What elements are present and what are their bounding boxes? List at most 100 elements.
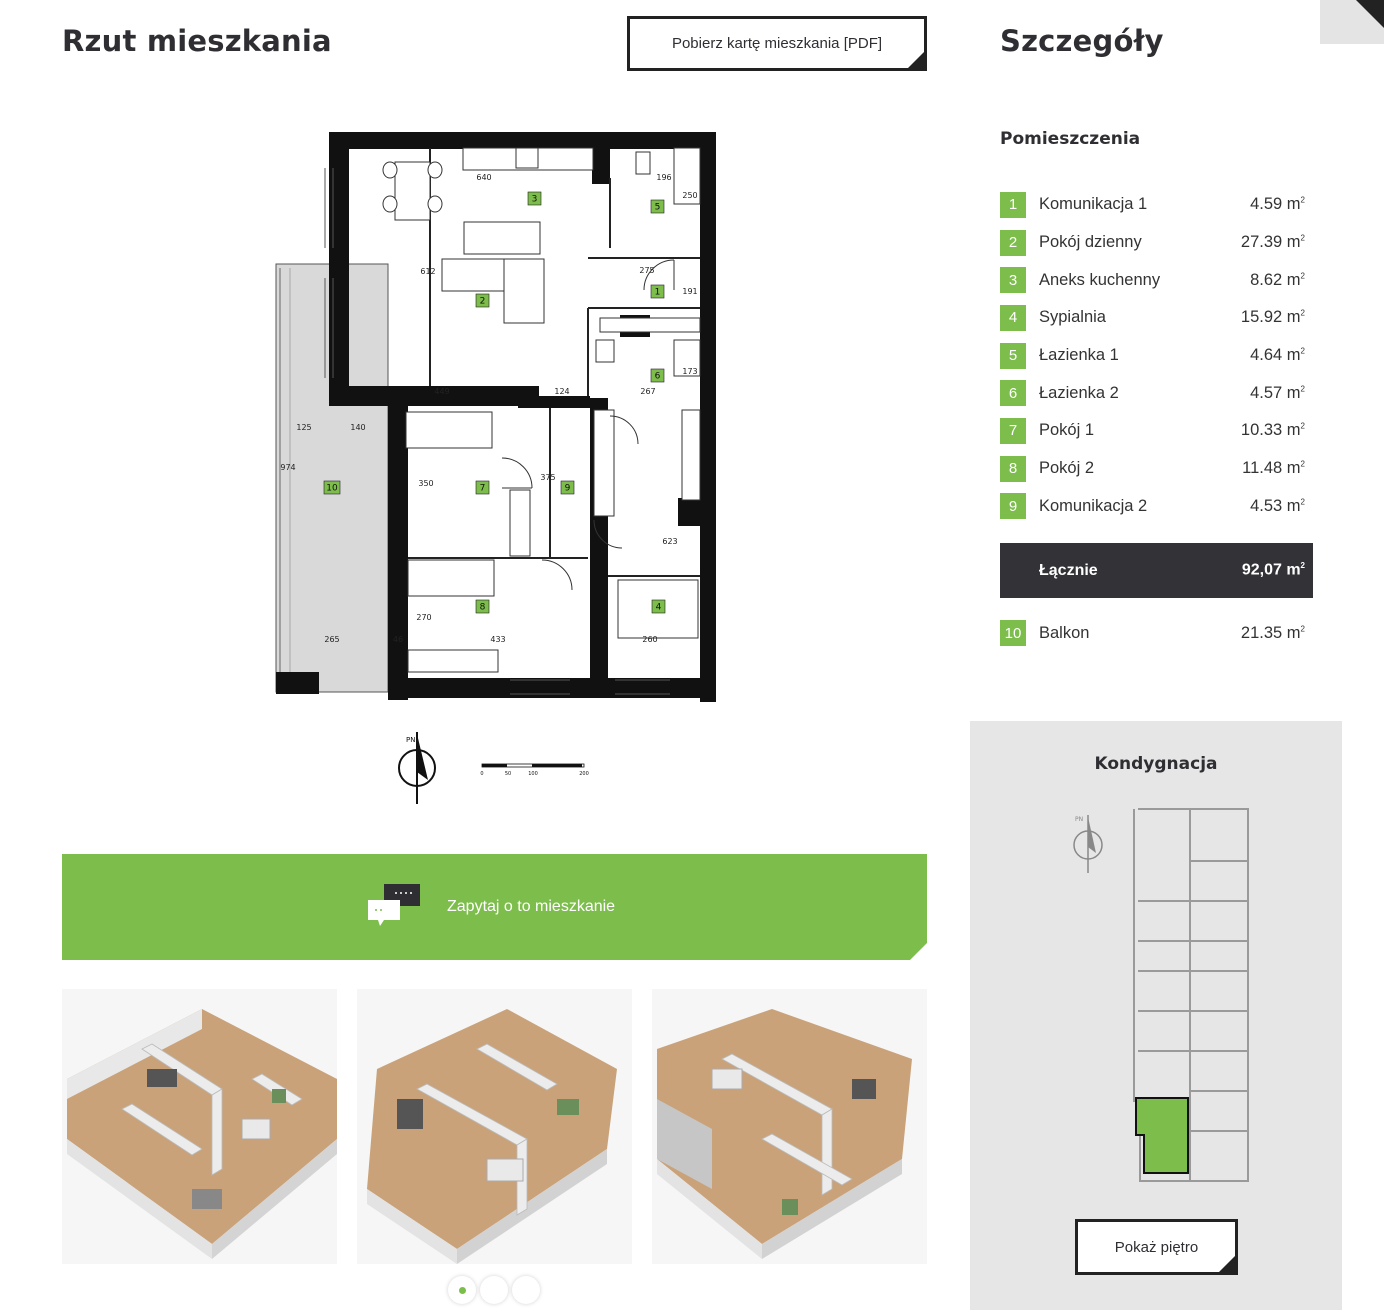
room-area: 15.92 m2 — [1240, 308, 1305, 327]
room-number-badge: 1 — [1000, 191, 1026, 218]
total-area: 92,07 m2 — [1241, 561, 1305, 579]
dimension-label: 623 — [662, 537, 677, 546]
room-row: 4 Sypialnia 15.92 m2 — [1000, 299, 1305, 337]
dimension-label: 191 — [682, 287, 697, 296]
room-name: Sypialnia — [1039, 308, 1106, 327]
dimension-label: 125 — [296, 423, 311, 432]
dimension-label: 612 — [420, 267, 435, 276]
dimension-label: 270 — [416, 613, 431, 622]
room-area: 11.48 m2 — [1242, 459, 1305, 478]
ask-about-apartment-button[interactable]: Zapytaj o to mieszkanie — [62, 854, 927, 960]
level-panel: Kondygnacja PN Pokaż piętro — [970, 721, 1342, 1310]
dimension-label: 260 — [642, 635, 657, 644]
gallery-thumb-1[interactable] — [62, 989, 337, 1264]
corner-menu-tab[interactable] — [1320, 0, 1384, 44]
gallery-thumb-2[interactable] — [357, 989, 632, 1264]
scale-label: 50 — [505, 771, 511, 777]
room-name: Komunikacja 1 — [1039, 195, 1148, 214]
north-label: PN — [1075, 816, 1083, 823]
show-floor-button[interactable]: Pokaż piętro — [1075, 1219, 1238, 1275]
gallery-thumb-3[interactable] — [652, 989, 927, 1264]
apartment-3d-render — [357, 989, 632, 1264]
room-number-badge: 7 — [1000, 417, 1026, 444]
download-pdf-button[interactable]: Pobierz kartę mieszkania [PDF] — [627, 16, 927, 71]
north-arrow-icon: PN — [398, 732, 436, 804]
room-area: 4.59 m2 — [1250, 195, 1305, 214]
room-area: 4.57 m2 — [1250, 383, 1305, 402]
room-tag: 10 — [326, 484, 338, 494]
corner-fold-icon — [1219, 1256, 1235, 1272]
room-name: Aneks kuchenny — [1039, 270, 1161, 289]
compass-scale: PN 0 50 100 200 — [398, 732, 589, 804]
corner-fold-icon — [908, 52, 924, 68]
rooms-title: Pomieszczenia — [1000, 129, 1141, 149]
dimension-label: 375 — [540, 473, 555, 482]
gallery-dot-2[interactable] — [480, 1276, 508, 1304]
dimension-label: 196 — [656, 173, 671, 182]
room-name: Komunikacja 2 — [1039, 496, 1148, 515]
room-tag: 4 — [656, 603, 662, 613]
rooms-list: 1 Komunikacja 1 4.59 m2 2 Pokój dzienny … — [1000, 186, 1305, 525]
room-area: 8.62 m2 — [1250, 270, 1305, 289]
dimension-label: 350 — [418, 479, 433, 488]
gallery-dot-1[interactable] — [448, 1276, 476, 1304]
room-name: Łazienka 1 — [1039, 346, 1119, 365]
room-area: 21.35 m2 — [1240, 623, 1305, 642]
room-number-badge: 10 — [1000, 620, 1026, 646]
ask-label: Zapytaj o to mieszkanie — [447, 898, 616, 915]
room-number-badge: 3 — [1000, 267, 1026, 294]
room-tag: 7 — [480, 484, 486, 494]
room-area: 4.64 m2 — [1250, 346, 1305, 365]
apartment-3d-render — [652, 989, 927, 1264]
gallery-pagination — [448, 1276, 540, 1306]
room-number-badge: 5 — [1000, 342, 1026, 369]
room-name: Balkon — [1039, 623, 1090, 642]
room-row: 7 Pokój 1 10.33 m2 — [1000, 412, 1305, 450]
level-title: Kondygnacja — [1094, 754, 1218, 774]
room-number-badge: 6 — [1000, 380, 1026, 407]
dimension-label: 267 — [640, 387, 655, 396]
room-name: Pokój 2 — [1039, 459, 1095, 478]
room-number-badge: 9 — [1000, 493, 1026, 520]
corner-fold-icon — [910, 943, 927, 960]
download-pdf-label: Pobierz kartę mieszkania [PDF] — [671, 35, 883, 52]
scale-bar: 0 50 100 200 — [480, 763, 589, 777]
room-row: 3 Aneks kuchenny 8.62 m2 — [1000, 261, 1305, 299]
north-arrow-icon: PN — [1073, 815, 1103, 873]
room-row: 1 Komunikacja 1 4.59 m2 — [1000, 186, 1305, 224]
room-tag: 6 — [655, 372, 661, 382]
show-floor-label: Pokaż piętro — [1114, 1238, 1199, 1256]
room-name: Łazienka 2 — [1039, 383, 1119, 402]
gallery-dot-3[interactable] — [512, 1276, 540, 1304]
building-level-map: PN — [1073, 808, 1249, 1182]
dimension-label: 449 — [434, 387, 449, 396]
room-tag: 1 — [655, 288, 661, 298]
room-row: 6 Łazienka 2 4.57 m2 — [1000, 374, 1305, 412]
dimension-label: 640 — [476, 173, 491, 182]
scale-label: 100 — [528, 771, 538, 777]
room-tag: 2 — [480, 297, 486, 307]
selected-apartment-highlight — [1135, 1097, 1189, 1174]
dimension-label: 140 — [350, 423, 365, 432]
room-area: 27.39 m2 — [1240, 233, 1305, 252]
dimension-label: 433 — [490, 635, 505, 644]
room-tag: 3 — [532, 195, 538, 205]
dimension-label: 46 — [393, 635, 403, 644]
scale-label: 200 — [579, 771, 589, 777]
balcony-row: 10 Balkon 21.35 m2 — [1000, 620, 1305, 646]
floor-plan-drawing: 640 196 250 612 275 191 449 124 267 173 … — [275, 132, 716, 702]
apartment-3d-render — [62, 989, 337, 1264]
dimension-label: 265 — [324, 635, 339, 644]
room-number-badge: 4 — [1000, 304, 1026, 331]
room-number-badge: 2 — [1000, 229, 1026, 256]
dimension-label: 974 — [280, 463, 295, 472]
details-title: Szczegóły — [1000, 24, 1164, 58]
total-label: Łącznie — [1039, 561, 1098, 579]
room-row: 2 Pokój dzienny 27.39 m2 — [1000, 224, 1305, 262]
room-tag: 9 — [565, 484, 571, 494]
chat-bubbles-icon — [368, 884, 420, 926]
room-row: 5 Łazienka 1 4.64 m2 — [1000, 337, 1305, 375]
dimension-label: 275 — [639, 266, 654, 275]
scale-label: 0 — [480, 771, 483, 777]
room-name: Pokój dzienny — [1039, 233, 1142, 252]
